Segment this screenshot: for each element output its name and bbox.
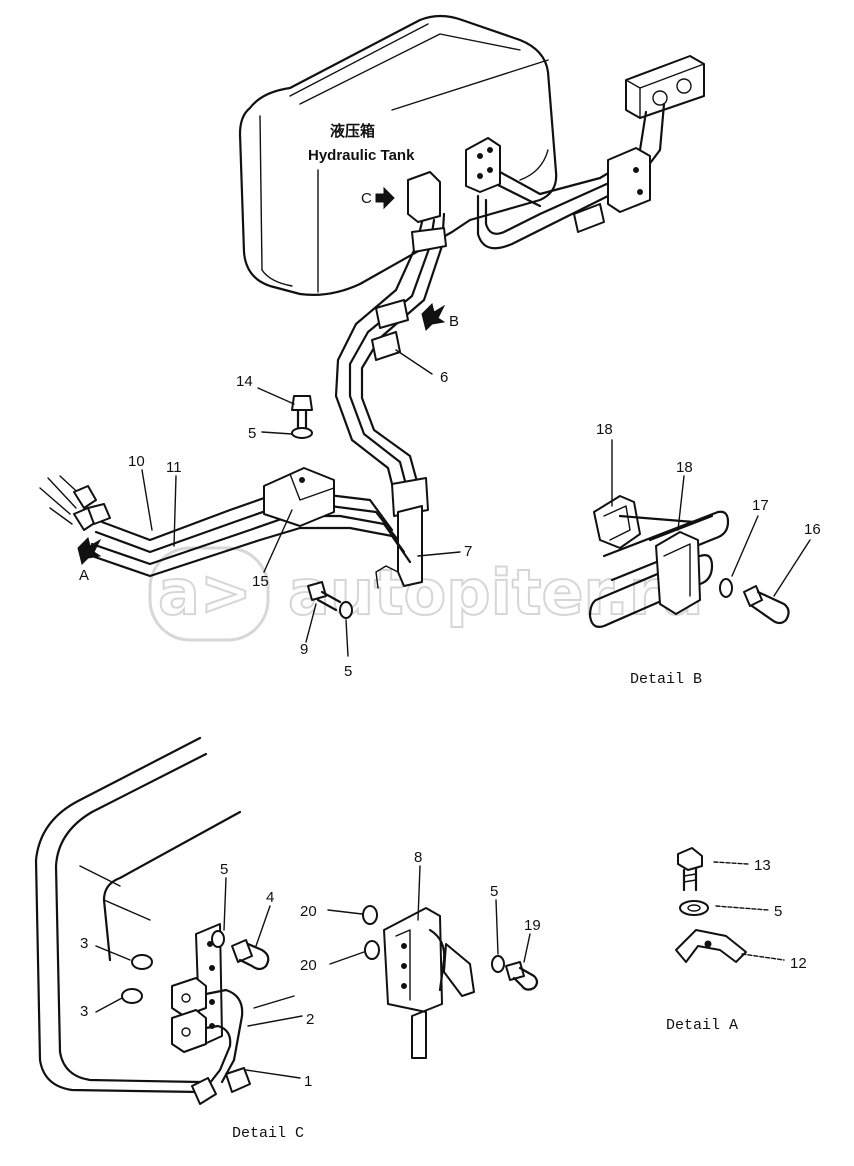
callout-17: 17 xyxy=(752,497,769,514)
callout-18: 18 xyxy=(676,459,693,476)
callout-16: 16 xyxy=(804,521,821,538)
detail-a: Detail A xyxy=(666,847,785,1034)
hydraulic-tank: 液压箱 Hydraulic Tank xyxy=(238,14,558,296)
callout-5: 5 xyxy=(774,903,782,920)
arrow-right-icon xyxy=(375,186,395,210)
detail-b: Detail B xyxy=(588,439,811,688)
callout-5: 5 xyxy=(220,861,228,878)
view-marker-b: B xyxy=(421,303,459,331)
callout-12: 12 xyxy=(790,955,807,972)
star-arrow-icon xyxy=(77,537,102,565)
callout-10: 10 xyxy=(128,453,145,470)
star-arrow-icon xyxy=(421,303,446,331)
callout-9: 9 xyxy=(300,641,308,658)
bracket-8 xyxy=(327,865,539,1059)
callout-7: 7 xyxy=(464,543,472,560)
pipe-group-upper-right xyxy=(465,55,705,250)
callout-5: 5 xyxy=(490,883,498,900)
watermark: a> autopiter.ru xyxy=(148,546,705,642)
detail-c-title: Detail C xyxy=(232,1125,304,1142)
tank-label-chinese: 液压箱 xyxy=(330,122,375,140)
bolt-14 xyxy=(291,395,313,439)
callout-6: 6 xyxy=(440,369,448,386)
callout-20: 20 xyxy=(300,957,317,974)
callout-11: 11 xyxy=(166,459,182,476)
callout-3: 3 xyxy=(80,1003,88,1020)
callout-1: 1 xyxy=(304,1073,312,1090)
callout-5: 5 xyxy=(248,425,256,442)
watermark-logo: a> xyxy=(158,556,252,629)
callout-13: 13 xyxy=(754,857,771,874)
callout-3: 3 xyxy=(80,935,88,952)
view-marker-c-label: C xyxy=(361,190,372,207)
tank-label-english: Hydraulic Tank xyxy=(308,147,415,164)
view-marker-a-label: A xyxy=(79,567,89,584)
detail-a-title: Detail A xyxy=(666,1017,738,1034)
pipe-bundle-main xyxy=(334,171,447,589)
pipe-group-left xyxy=(39,467,412,578)
callout-19: 19 xyxy=(524,917,541,934)
leaders-top xyxy=(141,349,461,657)
callout-labels: 14 5 10 11 6 7 15 9 5 18 18 17 16 8 5 4 … xyxy=(80,369,821,1090)
callout-5: 5 xyxy=(344,663,352,680)
watermark-text: autopiter.ru xyxy=(288,556,704,629)
callout-18: 18 xyxy=(596,421,613,438)
callout-20: 20 xyxy=(300,903,317,920)
bolt-9 xyxy=(307,581,353,619)
detail-c: Detail C xyxy=(34,736,304,1142)
detail-b-title: Detail B xyxy=(630,671,702,688)
callout-15: 15 xyxy=(252,573,269,590)
callout-2: 2 xyxy=(306,1011,314,1028)
callout-14: 14 xyxy=(236,373,253,390)
callout-4: 4 xyxy=(266,889,274,906)
callout-8: 8 xyxy=(414,849,422,866)
view-marker-b-label: B xyxy=(449,313,459,330)
view-marker-a: A xyxy=(77,537,102,584)
view-marker-c: C xyxy=(361,186,395,210)
